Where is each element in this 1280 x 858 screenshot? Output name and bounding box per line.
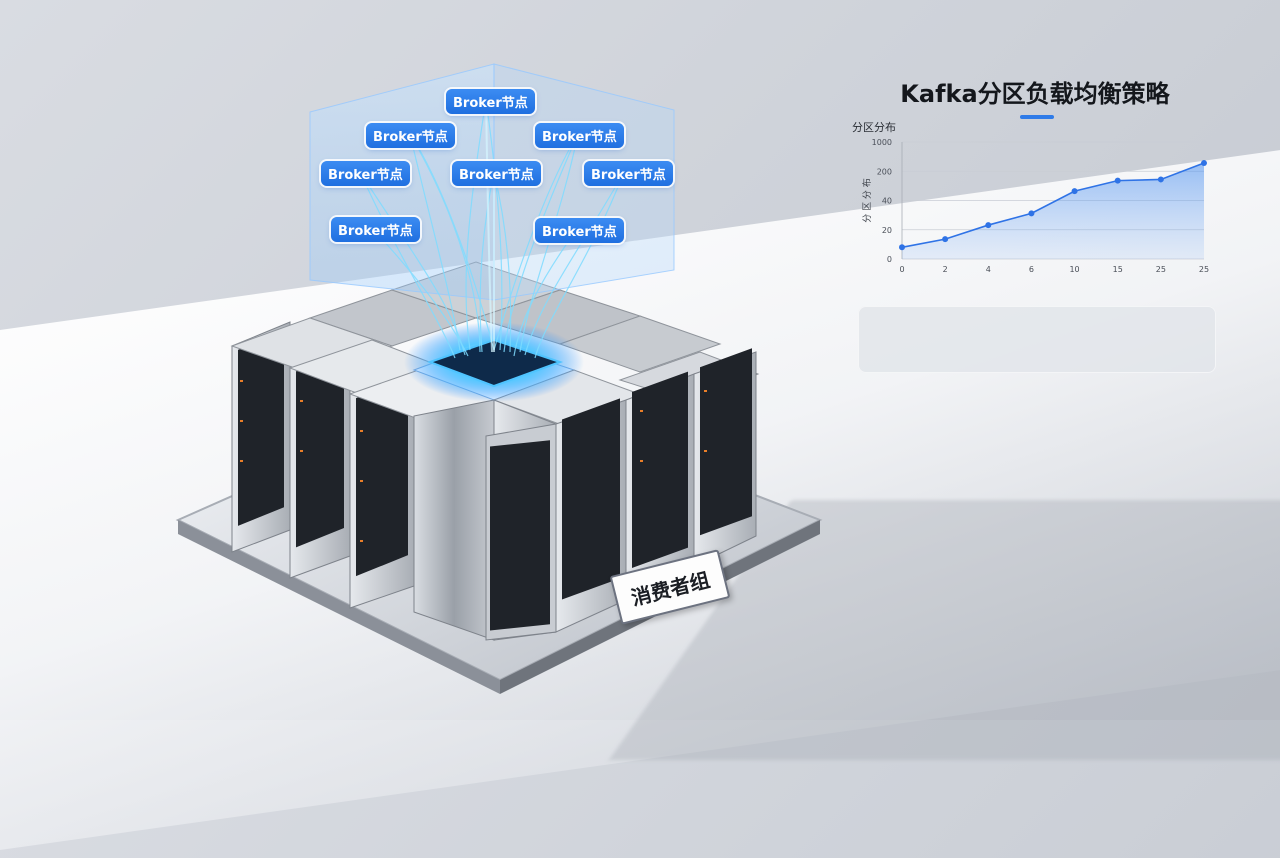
y-tick-label: 40 <box>882 197 892 206</box>
data-streams-bright <box>485 99 496 353</box>
data-streams <box>359 99 625 359</box>
y-tick-label: 200 <box>877 167 892 176</box>
y-tick-label: 20 <box>882 226 892 235</box>
rack-left-2 <box>289 343 351 579</box>
platform-edge-left <box>178 520 500 694</box>
y-tick-label: 1000 <box>872 138 892 147</box>
server-indicator-lights <box>240 380 707 542</box>
broker-node: Broker节点 <box>584 161 673 186</box>
data-point <box>985 222 992 229</box>
rack-left-3 <box>349 369 415 609</box>
x-tick-label: 25 <box>1199 265 1209 274</box>
series-line <box>901 162 1205 249</box>
series-area <box>902 163 1204 259</box>
title-underline <box>1020 115 1054 119</box>
x-tick-label: 0 <box>899 265 904 274</box>
broker-node: Broker节点 <box>321 161 410 186</box>
data-point <box>1028 210 1035 217</box>
data-point <box>942 236 949 243</box>
broker-node: Broker节点 <box>331 217 420 242</box>
chart-title: 分区分布 <box>852 121 896 134</box>
x-tick-label: 6 <box>1029 265 1034 274</box>
broker-node: Broker节点 <box>535 218 624 243</box>
rack-left-1 <box>231 321 291 553</box>
chart-svg: 分区分布 0 20 40 200 1000 分 区 分 布 0 2 4 6 10 15 25 25 <box>852 121 1209 274</box>
rack-right-3 <box>625 371 695 601</box>
rack-right-4 <box>693 348 757 567</box>
broker-node: Broker节点 <box>452 161 541 186</box>
x-tick-label: 25 <box>1156 265 1166 274</box>
partition-chart: 分区分布 0 20 40 200 1000 分 区 分 布 0 2 4 6 10 15 25 25 <box>848 118 1228 288</box>
broker-node: Broker节点 <box>366 123 455 148</box>
rack-top-back <box>558 315 722 373</box>
x-tick-label: 2 <box>943 265 948 274</box>
page-title: Kafka分区负载均衡策略 <box>900 80 1170 108</box>
rack-right-2 <box>555 398 627 633</box>
data-point <box>899 244 905 251</box>
y-axis-label: 分 区 分 布 <box>861 178 873 223</box>
broker-node: Broker节点 <box>446 89 535 114</box>
data-point <box>1201 160 1207 167</box>
data-point <box>1157 176 1164 183</box>
x-tick-label: 4 <box>986 265 991 274</box>
data-point <box>1071 188 1078 195</box>
core-vent <box>427 338 564 388</box>
data-point <box>1114 177 1121 184</box>
x-tick-label: 10 <box>1069 265 1079 274</box>
y-tick-label: 0 <box>887 255 892 264</box>
rack-right-1 <box>485 423 557 641</box>
info-card <box>858 306 1216 373</box>
broker-node: Broker节点 <box>535 123 624 148</box>
x-tick-label: 15 <box>1113 265 1123 274</box>
